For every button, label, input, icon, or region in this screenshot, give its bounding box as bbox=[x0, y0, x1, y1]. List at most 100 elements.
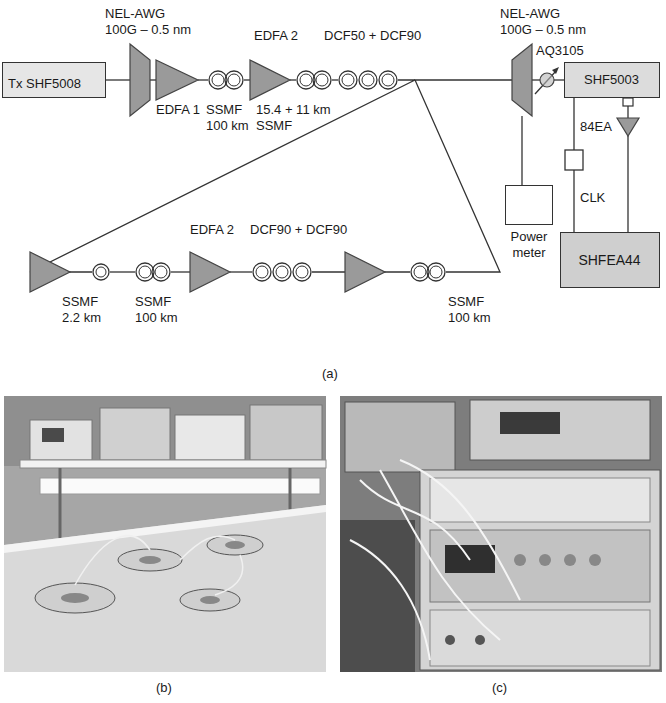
node-label: 15.4 + 11 km SSMF bbox=[256, 102, 338, 134]
analyzer-box: SHFEA44 bbox=[560, 232, 660, 288]
spool-ring bbox=[253, 263, 271, 281]
connector-port bbox=[445, 635, 455, 645]
spool-ring bbox=[228, 74, 240, 86]
spool-ring bbox=[212, 74, 224, 86]
fiber-spool: SSMF 100 km bbox=[208, 70, 244, 90]
fiber-link bbox=[230, 271, 252, 272]
spool-ring bbox=[300, 74, 312, 86]
fiber-spool-photo bbox=[180, 589, 240, 611]
spool-ring bbox=[414, 266, 426, 278]
amplifier-symbol bbox=[30, 252, 70, 292]
node-label: Tx SHF5008 bbox=[8, 76, 81, 92]
node-label: SHF5003 bbox=[584, 72, 639, 88]
spool-ring bbox=[96, 267, 106, 277]
fiber-spool-outline bbox=[338, 70, 398, 90]
spool-ring bbox=[342, 74, 354, 86]
node-label: AQ3105 bbox=[536, 43, 584, 59]
attenuator-arrowhead bbox=[552, 67, 559, 74]
awg-mux-shape bbox=[130, 44, 150, 116]
spool-hub bbox=[225, 541, 245, 549]
fiber-spool-outline bbox=[208, 70, 244, 90]
awg-mux: NEL-AWG 100G – 0.5 nm bbox=[130, 44, 150, 116]
spool-ring bbox=[296, 266, 308, 278]
foreground-block bbox=[340, 520, 415, 672]
amplifier-triangle: EDFA 1 bbox=[156, 60, 198, 100]
knob bbox=[589, 554, 601, 566]
knob bbox=[564, 554, 576, 566]
node-label: EDFA 1 bbox=[156, 102, 200, 118]
node-label: SSMF 100 km bbox=[135, 294, 185, 326]
spool-ring bbox=[313, 71, 331, 89]
edge-label: CLK bbox=[580, 190, 605, 206]
fiber-link bbox=[110, 271, 135, 272]
instrument-screen bbox=[500, 412, 560, 434]
node-label: EDFA 2 bbox=[190, 222, 234, 238]
spool-ring bbox=[430, 266, 442, 278]
amplifier-triangle: EDFA 2 bbox=[190, 252, 230, 292]
node-label: EDFA 2 bbox=[254, 28, 298, 44]
knob bbox=[514, 554, 526, 566]
spool-ring bbox=[297, 71, 315, 89]
fiber-link bbox=[554, 79, 564, 80]
spool-ring bbox=[276, 266, 288, 278]
instrument bbox=[100, 408, 170, 460]
amplifier-triangle-outline bbox=[250, 60, 290, 100]
spool-ring bbox=[293, 263, 311, 281]
fiber-link bbox=[332, 79, 338, 80]
awg-demux: NEL-AWG 100G – 0.5 nm bbox=[512, 44, 532, 116]
spool-ring bbox=[209, 71, 227, 89]
node-label: SSMF 2.2 km bbox=[62, 294, 112, 326]
instrument bbox=[175, 415, 245, 460]
fiber-link bbox=[30, 80, 415, 272]
spool-hub bbox=[200, 596, 220, 604]
spool-hub bbox=[139, 556, 161, 564]
knob bbox=[539, 554, 551, 566]
clock-box bbox=[565, 150, 583, 170]
cables bbox=[350, 460, 520, 660]
receiver-box: SHF5003 bbox=[564, 62, 660, 98]
spool-ring bbox=[316, 74, 328, 86]
connector-port bbox=[475, 635, 485, 645]
spool-ring bbox=[339, 71, 357, 89]
rack-panel bbox=[430, 530, 650, 602]
panel-label: (a) bbox=[322, 366, 338, 382]
shelf bbox=[20, 460, 326, 468]
fiber-link bbox=[106, 79, 130, 80]
fiber-spool-photo bbox=[35, 583, 115, 613]
amplifier-triangle-shape bbox=[617, 118, 639, 136]
rack-panel bbox=[430, 478, 650, 522]
amplifier-symbol bbox=[345, 252, 385, 292]
fiber-link bbox=[171, 271, 190, 272]
node-label: SSMF 100 km bbox=[206, 102, 256, 134]
fiber-link bbox=[244, 79, 250, 80]
attenuator-arrow bbox=[535, 71, 556, 94]
amplifier-triangle-shape bbox=[190, 252, 230, 292]
amplifier-triangle-shape bbox=[156, 60, 198, 100]
power-meter-box: Power meter bbox=[505, 185, 553, 225]
photo-wall bbox=[4, 396, 326, 466]
panel-label: (c) bbox=[492, 680, 507, 696]
amplifier-triangle-outline bbox=[617, 118, 639, 136]
instrument bbox=[30, 420, 92, 460]
fiber-link bbox=[150, 79, 156, 80]
fiber-spool: SSMF 100 km bbox=[135, 262, 171, 282]
node-label: 84EA bbox=[580, 119, 612, 135]
fiber-spool-outline bbox=[410, 262, 446, 282]
fiber-spool: DCF90 + DCF90 bbox=[252, 262, 312, 282]
fiber-spool: 15.4 + 11 km SSMF bbox=[296, 70, 332, 90]
node-label: DCF50 + DCF90 bbox=[324, 28, 421, 44]
fiber-spool-photo bbox=[207, 535, 263, 555]
node-label: NEL-AWG 100G – 0.5 nm bbox=[500, 6, 591, 38]
fiber-spool-outline bbox=[92, 263, 110, 281]
instrument-screen bbox=[42, 428, 64, 442]
fiber-link bbox=[415, 80, 512, 272]
spool-ring bbox=[427, 263, 445, 281]
amplifier-triangle-outline bbox=[156, 60, 198, 100]
bench-top bbox=[4, 505, 326, 672]
spool-ring bbox=[382, 74, 394, 86]
spool-ring bbox=[152, 263, 170, 281]
spool-ring bbox=[155, 266, 167, 278]
fiber-spool: SSMF 100 km bbox=[410, 262, 446, 282]
spool-ring bbox=[359, 71, 377, 89]
